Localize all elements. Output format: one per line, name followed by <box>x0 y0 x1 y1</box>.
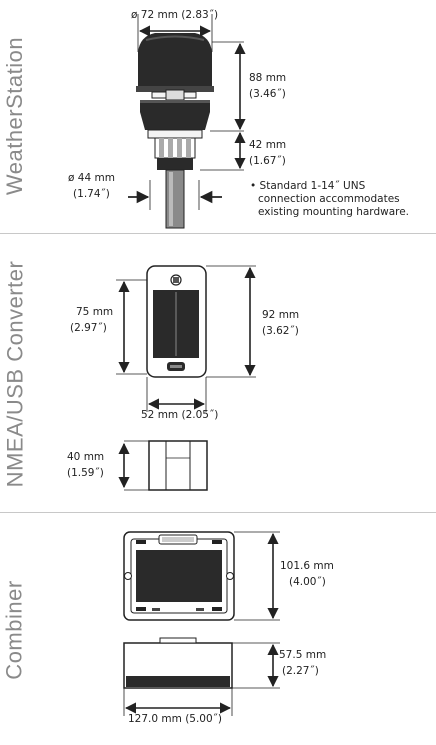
dim-height-75-in: (2.97˝) <box>70 322 107 334</box>
dim-height-88-in: (3.46˝) <box>249 88 286 100</box>
dim-height-101-6-mm: 101.6 mm <box>280 560 334 572</box>
weatherstation-drawing <box>128 14 246 229</box>
dim-height-42: 42 mm (1.67˝) <box>249 139 286 168</box>
mounting-note-line-1: • Standard 1-14˝ UNS <box>250 180 366 192</box>
dim-height-42-mm: 42 mm <box>249 139 287 151</box>
dim-width-52: 52 mm (2.05˝) <box>141 409 219 421</box>
dim-depth-40: 40 mm (1.59˝) <box>67 451 104 480</box>
dim-height-92-in: (3.62˝) <box>262 325 299 337</box>
dim-depth-57-5: 57.5 mm (2.27˝) <box>279 649 326 678</box>
dim-depth-57-5-in: (2.27˝) <box>282 665 319 677</box>
dim-height-42-in: (1.67˝) <box>249 155 286 167</box>
dim-diameter-72: ø 72 mm (2.83˝) <box>131 9 219 21</box>
nmea-drawing <box>116 265 256 491</box>
dim-height-75-mm: 75 mm <box>76 306 114 318</box>
dim-height-92-mm: 92 mm <box>262 309 300 321</box>
dim-height-88: 88 mm (3.46˝) <box>249 72 286 101</box>
dim-height-75: 75 mm (2.97˝) <box>70 306 113 335</box>
dim-depth-40-in: (1.59˝) <box>67 467 104 479</box>
dim-diameter-44-mm: ø 44 mm <box>68 172 115 184</box>
combiner-drawing <box>123 531 280 716</box>
dim-width-127: 127.0 mm (5.00˝) <box>128 713 223 725</box>
dim-depth-40-mm: 40 mm <box>67 451 105 463</box>
dim-diameter-44-in: (1.74˝) <box>73 188 110 200</box>
dim-height-92: 92 mm (3.62˝) <box>262 309 299 338</box>
mounting-note: • Standard 1-14˝ UNS connection accommod… <box>250 180 436 219</box>
dim-height-88-mm: 88 mm <box>249 72 287 84</box>
dim-height-101-6: 101.6 mm (4.00˝) <box>280 560 334 589</box>
dim-diameter-44: ø 44 mm (1.74˝) <box>68 172 115 201</box>
divider-middle <box>0 512 436 513</box>
mounting-note-line-3: existing mounting hardware. <box>258 206 410 218</box>
mounting-note-line-2: connection accommodates <box>258 193 400 205</box>
divider-top <box>0 233 436 234</box>
dim-depth-57-5-mm: 57.5 mm <box>279 649 327 661</box>
dim-height-101-6-in: (4.00˝) <box>289 576 326 588</box>
